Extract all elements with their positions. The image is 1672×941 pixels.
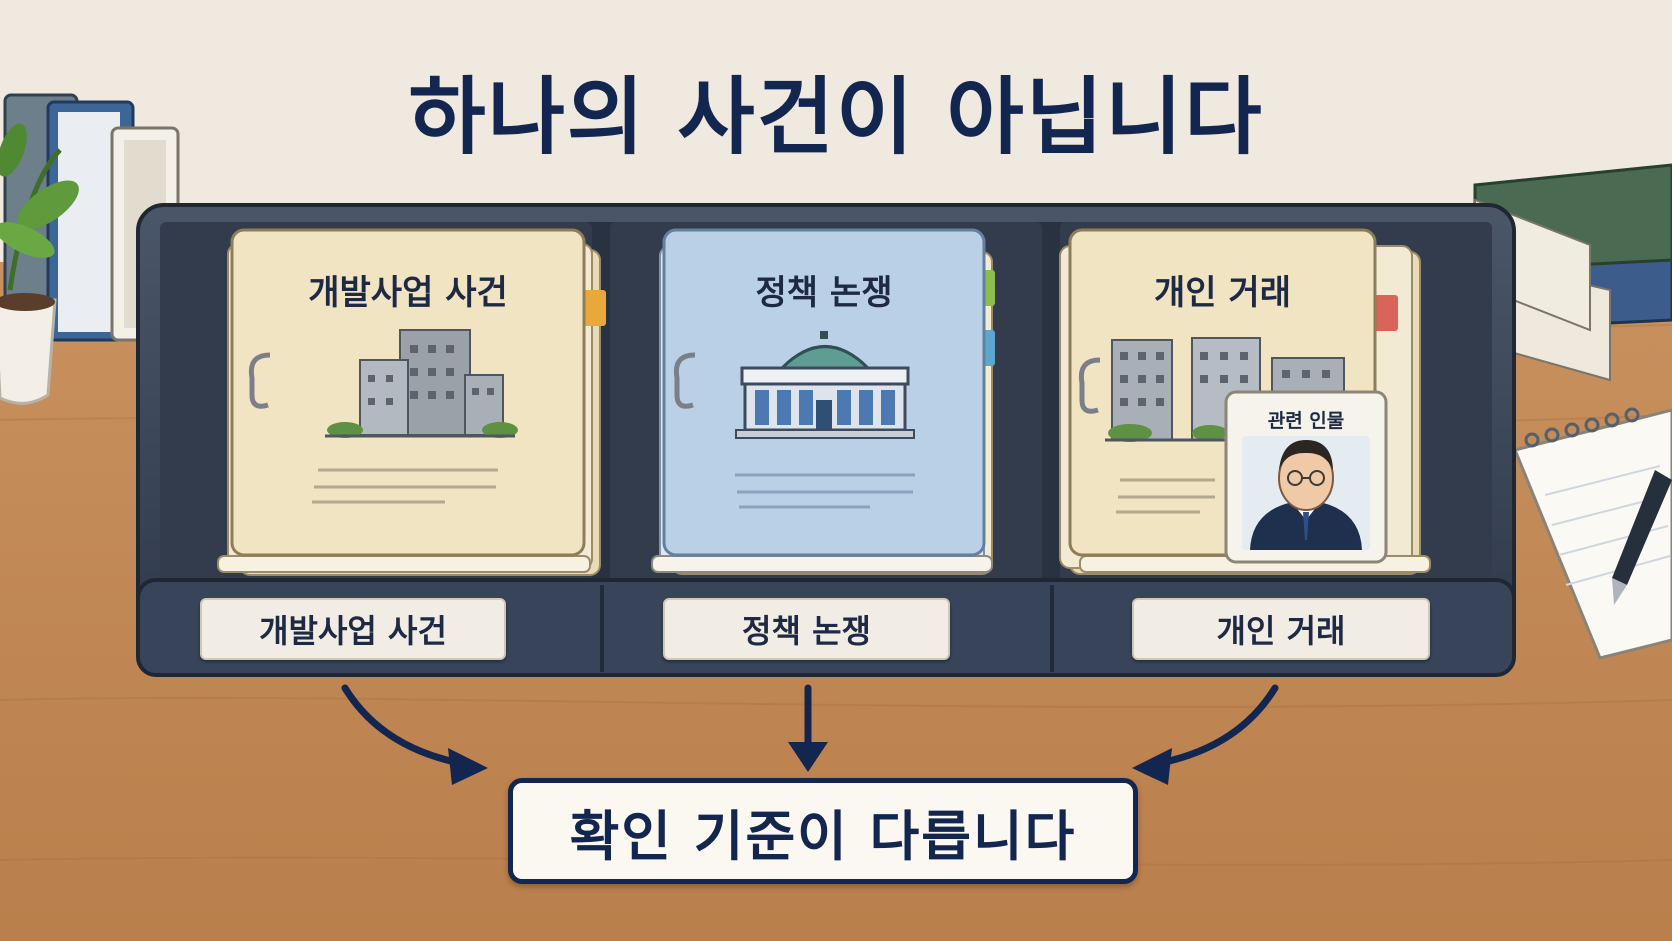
tab-red xyxy=(1372,295,1398,331)
person-card-label: 관련 인물 xyxy=(1267,410,1345,432)
folder-title-policy: 정책 논쟁 xyxy=(755,273,893,313)
folder-development-case xyxy=(217,228,606,576)
slot-label-personal: 개인 거래 xyxy=(1132,598,1430,660)
notepad-icon xyxy=(1512,407,1672,660)
conclusion-box: 확인 기준이 다릅니다 xyxy=(508,778,1138,884)
tab-orange xyxy=(582,290,606,326)
potted-plant-icon xyxy=(0,123,79,405)
arrow-left-icon xyxy=(341,684,459,766)
arrow-right-icon xyxy=(1161,684,1279,766)
arrows xyxy=(341,684,1279,766)
slot-label-development: 개발사업 사건 xyxy=(200,598,506,660)
assembly-building-icon xyxy=(735,331,915,439)
person-portrait-icon xyxy=(1250,440,1362,550)
pen-icon xyxy=(1612,470,1672,605)
paper-clip-icon xyxy=(248,352,271,409)
buildings-icon xyxy=(325,329,518,438)
folder-personal-transaction xyxy=(1059,228,1431,575)
page-title: 하나의 사건이 아닙니다 xyxy=(408,68,1264,166)
paper-clip-icon xyxy=(673,352,696,409)
slot-label-policy: 정책 논쟁 xyxy=(663,598,950,660)
folder-title-development: 개발사업 사건 xyxy=(308,273,508,313)
folder-title-personal: 개인 거래 xyxy=(1154,273,1291,313)
person-card xyxy=(1224,390,1388,564)
folder-policy-dispute xyxy=(651,228,995,575)
paper-clip-icon xyxy=(1078,357,1101,414)
